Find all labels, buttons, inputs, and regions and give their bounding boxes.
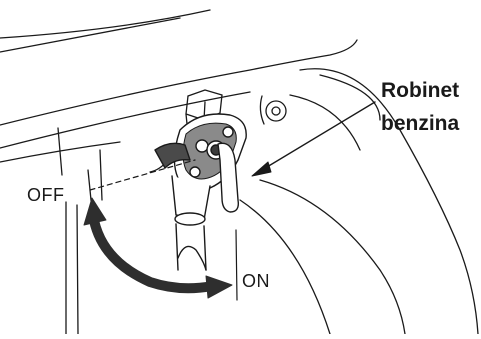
callout-pointer <box>252 102 375 176</box>
on-indicator-line <box>236 230 237 300</box>
on-label: ON <box>242 272 270 290</box>
off-label: OFF <box>27 186 65 204</box>
engine-cover-outline <box>240 69 478 334</box>
callout-label-line2: benzina <box>381 113 459 134</box>
callout-label-line1: Robinet <box>381 80 459 101</box>
screw <box>260 96 286 124</box>
rotation-arrow <box>84 198 232 298</box>
